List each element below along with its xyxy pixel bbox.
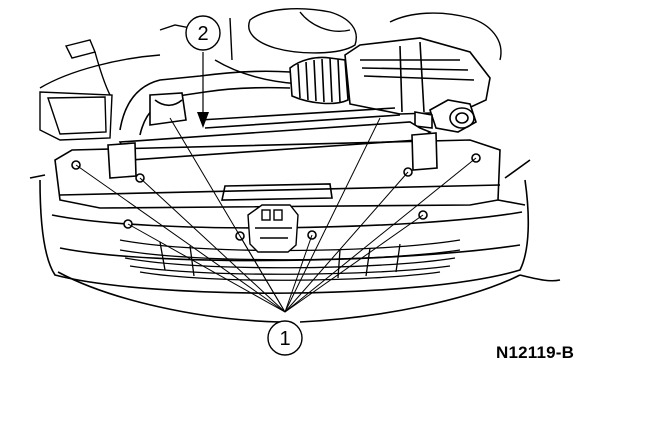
callout-2-label: 2 <box>197 23 208 45</box>
figure-code: N12119-B <box>496 343 575 362</box>
callout-1-label: 1 <box>279 328 290 350</box>
leader-lines-callout-1 <box>75 117 477 313</box>
callout-2: 2 <box>185 15 221 51</box>
radiator-support <box>54 107 501 209</box>
callout-1: 1 <box>267 320 303 356</box>
air-cleaner-housing <box>344 37 491 115</box>
hood-latch <box>247 204 299 253</box>
leader-arrow-callout-2 <box>197 52 209 128</box>
sensor-connector <box>414 99 477 133</box>
bellows-hose <box>289 56 349 105</box>
air-intake-assembly <box>119 37 491 136</box>
